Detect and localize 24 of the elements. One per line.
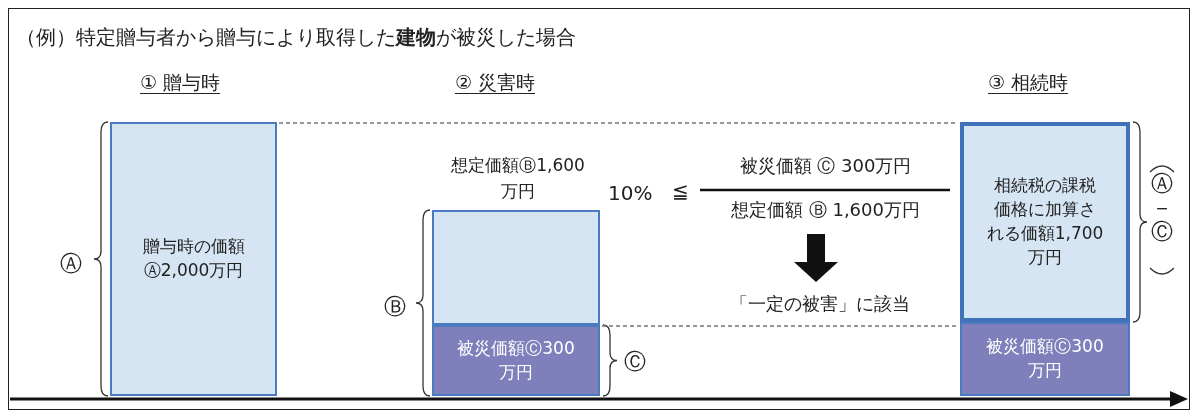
value-bar bbox=[110, 122, 277, 396]
bar-heading: 想定価額Ⓑ1,600万円 bbox=[450, 154, 586, 203]
damage-bar bbox=[432, 325, 600, 396]
symbol-label: Ⓐ－Ⓒ bbox=[1151, 172, 1173, 245]
symbol-label: Ⓐ bbox=[60, 250, 82, 278]
formula-text: ≦ bbox=[672, 178, 689, 205]
formula-text: 想定価額 Ⓑ 1,600万円 bbox=[730, 198, 921, 222]
diagram-title: （例）特定贈与者から贈与により取得した建物が被災した場合 bbox=[16, 24, 576, 51]
bar-label: 贈与時の価額Ⓐ2,000万円 bbox=[141, 235, 246, 282]
symbol-label: Ⓒ bbox=[624, 348, 646, 376]
block-arrow bbox=[794, 234, 838, 282]
formula-text: 被災価額 Ⓒ 300万円 bbox=[738, 154, 913, 178]
formula-text: 10% bbox=[608, 180, 653, 207]
stage-heading: ① 贈与時 bbox=[140, 70, 221, 95]
stage-heading: ③ 相続時 bbox=[988, 70, 1069, 95]
result-text: 「一定の被害」に該当 bbox=[690, 286, 950, 320]
value-bar bbox=[960, 122, 1130, 322]
bar-label: 被災価額Ⓒ300万円 bbox=[985, 335, 1105, 382]
damage-bar bbox=[960, 322, 1130, 396]
dashed-line bbox=[601, 325, 959, 327]
stage-heading: ② 災害時 bbox=[455, 70, 536, 95]
bar-label: 相続税の課税価格に加算される価額1,700万円 bbox=[986, 174, 1104, 269]
symbol-label: Ⓑ bbox=[384, 293, 406, 321]
bar-label: 被災価額Ⓒ300万円 bbox=[456, 336, 576, 384]
